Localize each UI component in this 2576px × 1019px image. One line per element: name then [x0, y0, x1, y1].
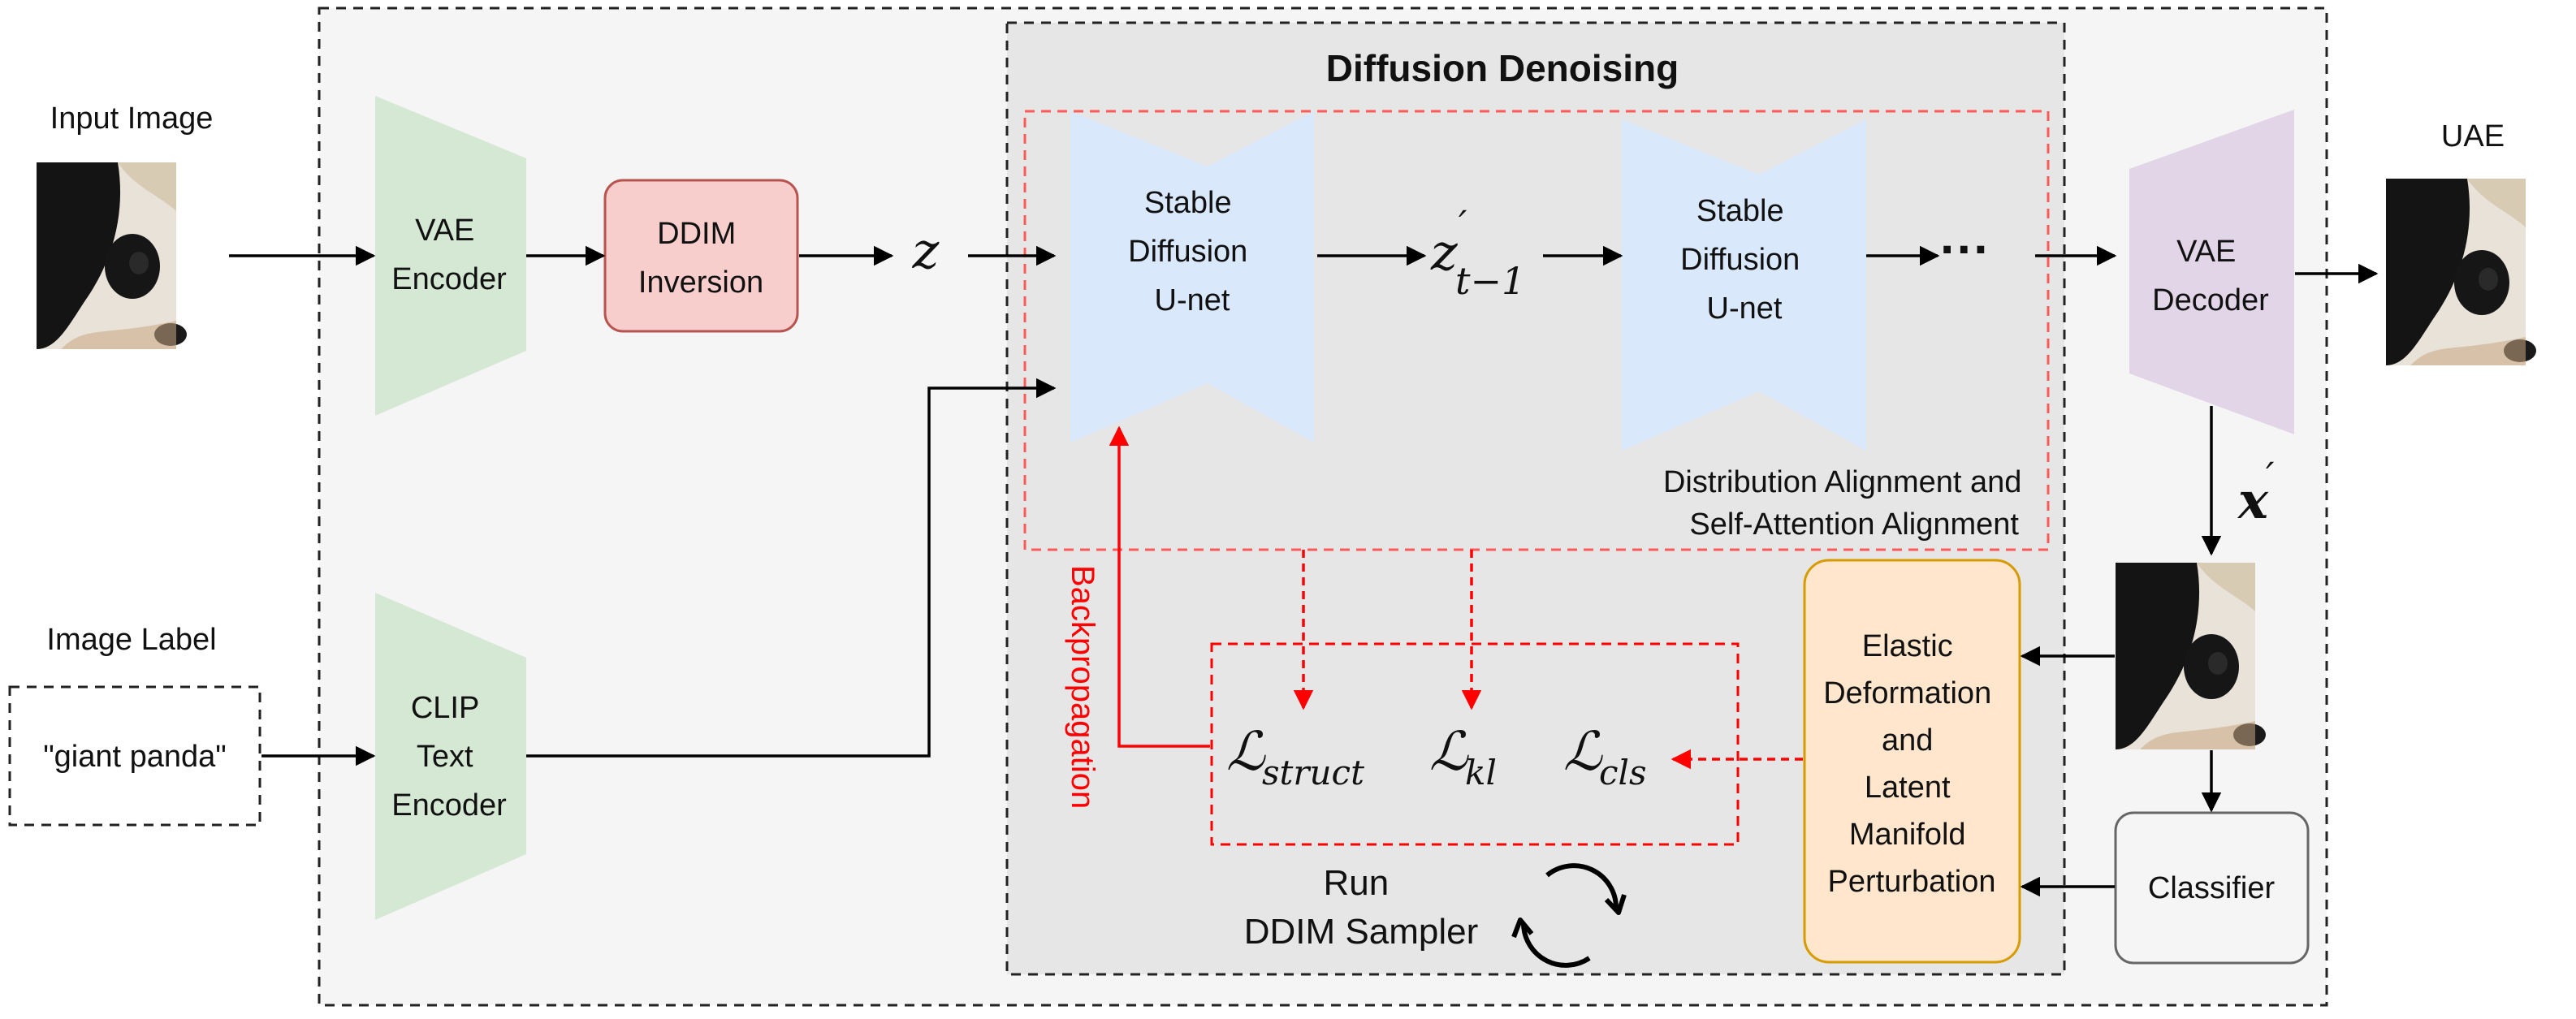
vae-encoder-line-1: VAE [415, 214, 474, 248]
vae-decoder-line-1: VAE [2176, 235, 2236, 269]
ddim-inversion-box [603, 179, 799, 333]
x-prime-prime: ′ [2266, 454, 2275, 498]
loss-struct-symbol: ℒ [1226, 720, 1266, 783]
ellipsis: ··· [1940, 222, 1990, 278]
unet-1-line-3: U-net [1155, 283, 1230, 317]
perturbation-line-5: Manifold [1849, 818, 1966, 852]
backpropagation-label: Backpropagation [1065, 565, 1100, 809]
classifier-label: Classifier [2148, 871, 2276, 905]
unet-chain-box [1023, 110, 2050, 551]
vae-encoder-label: VAE Encoder [391, 214, 507, 296]
uae-label: UAE [2441, 119, 2505, 153]
z-prev-subscript: t−1 [1455, 259, 1525, 303]
run-ddim-label: Run DDIM Sampler [1244, 863, 1479, 952]
loss-cls-symbol: ℒ [1563, 720, 1603, 783]
uae-image [2386, 179, 2536, 365]
loss-struct: ℒ struct [1226, 720, 1364, 792]
latent-z-prev: z [1430, 222, 1458, 282]
clip-encoder-line-3: Encoder [391, 788, 507, 823]
input-image [37, 162, 187, 349]
loss-kl-subscript: kl [1465, 753, 1497, 792]
alignment-line-1: Distribution Alignment and [1663, 465, 2021, 499]
loss-box [1210, 642, 1740, 846]
perturbation-line-2: Deformation [1823, 676, 1991, 710]
classifier-box [2114, 811, 2310, 965]
z-prev-prime: ′ [1459, 202, 1467, 246]
perturbation-line-3: and [1882, 723, 1933, 758]
input-image-label: Input Image [50, 101, 214, 136]
run-ddim-line-1: Run [1324, 863, 1390, 903]
perturbation-line-6: Perturbation [1827, 865, 1995, 899]
clip-encoder-line-1: CLIP [411, 691, 479, 725]
ddim-inversion-line-2: Inversion [638, 266, 763, 300]
arrow-backpropagation [1109, 425, 1210, 748]
flow-arrows [229, 245, 2379, 897]
adversarial-image [2116, 563, 2266, 749]
clip-encoder-label: CLIP Text Encoder [391, 691, 507, 823]
loss-struct-subscript: struct [1262, 753, 1364, 792]
unet-2-line-3: U-net [1707, 291, 1783, 326]
perturbation-box [1803, 559, 2021, 964]
unet-2-line-2: Diffusion [1680, 243, 1800, 277]
vae-encoder-shape [375, 96, 526, 416]
loss-cls: ℒ cls [1563, 720, 1647, 792]
unet-1-label: Stable Diffusion U-net [1128, 186, 1256, 317]
alignment-line-2: Self-Attention Alignment [1689, 507, 2019, 542]
perturbation-line-1: Elastic [1862, 629, 1953, 663]
latent-z: z [912, 221, 940, 280]
unet-2-label: Stable Diffusion U-net [1680, 194, 1809, 326]
vae-decoder-shape [2129, 110, 2294, 434]
x-prime-base: x [2237, 471, 2269, 530]
clip-encoder-shape [375, 593, 526, 920]
image-label-box [8, 685, 261, 827]
clip-encoder-line-2: Text [417, 740, 473, 774]
unet-1-line-2: Diffusion [1128, 235, 1247, 269]
perturbation-line-4: Latent [1865, 771, 1951, 805]
z-prev-base: z [1430, 222, 1458, 282]
diffusion-panel-title: Diffusion Denoising [1326, 47, 1679, 89]
alignment-label: Distribution Alignment and Self-Attentio… [1663, 465, 2030, 542]
unet-2-line-1: Stable [1696, 194, 1784, 228]
unet-2-shape [1622, 119, 1866, 451]
loss-arrows [1109, 425, 1803, 770]
loss-kl: ℒ kl [1429, 720, 1497, 792]
vae-decoder-line-2: Decoder [2152, 283, 2269, 317]
ddim-inversion-line-1: DDIM [657, 217, 736, 251]
arrow-clip-to-unet1 [526, 378, 1057, 758]
run-ddim-line-2: DDIM Sampler [1244, 912, 1479, 952]
unet-1-line-1: Stable [1144, 186, 1232, 220]
refresh-loop-icon [1511, 863, 1627, 968]
image-label-heading: Image Label [46, 623, 216, 657]
unet-1-shape [1070, 111, 1314, 443]
loss-kl-symbol: ℒ [1429, 720, 1469, 783]
perturbation-label: Elastic Deformation and Latent Manifold … [1823, 629, 2000, 899]
image-label-text: "giant panda" [43, 740, 227, 774]
ddim-inversion-label: DDIM Inversion [638, 217, 763, 300]
vae-encoder-line-2: Encoder [391, 262, 507, 296]
loss-cls-subscript: cls [1599, 753, 1647, 792]
vae-decoder-label: VAE Decoder [2152, 235, 2269, 317]
